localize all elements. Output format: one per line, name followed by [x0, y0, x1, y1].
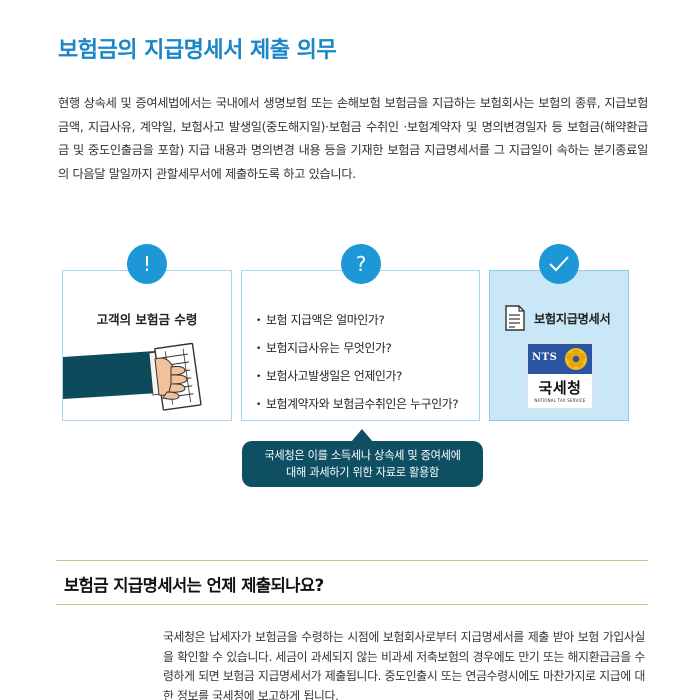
section-divider-bottom [56, 604, 648, 605]
callout-line-2: 대해 과세하기 위한 자료로 활용함 [286, 466, 439, 479]
statement-heading: 보험지급명세서 [504, 305, 611, 331]
question-list: 보험 지급액은 얼마인가? 보험지급사유는 무엇인가? 보험사고발생일은 언제인… [256, 307, 459, 419]
nts-logo-letters: NTS [532, 352, 558, 363]
box-questions: 보험 지급액은 얼마인가? 보험지급사유는 무엇인가? 보험사고발생일은 언제인… [241, 270, 480, 421]
nts-logo: NTS 국세청 NATIONAL TAX SERVICE [527, 343, 593, 409]
hand-holding-check-icon [63, 342, 202, 411]
box-payment-statement: 보험지급명세서 NTS 국세청 NATIONAL TAX SERVICE [489, 270, 629, 421]
exclamation-icon: ! [127, 244, 167, 284]
nts-logo-name: 국세청 [538, 379, 582, 397]
callout-line-1: 국세청은 이를 소득세나 상속세 및 증여세에 [264, 449, 461, 462]
list-item: 보험사고발생일은 언제인가? [256, 363, 458, 391]
callout-pointer [351, 429, 373, 442]
list-item: 보험지급사유는 무엇인가? [256, 335, 458, 363]
nts-emblem-icon [565, 348, 587, 370]
page-title: 보험금의 지급명세서 제출 의무 [58, 38, 337, 63]
box-customer-receipt: 고객의 보험금 수령 [62, 270, 232, 421]
nts-logo-subtitle: NATIONAL TAX SERVICE [534, 398, 586, 403]
document-icon [505, 305, 525, 331]
statement-label: 보험지급명세서 [534, 312, 611, 326]
section-divider-top [56, 560, 648, 561]
question-mark-icon: ? [341, 244, 381, 284]
section-body-paragraph: 국세청은 납세자가 보험금을 수령하는 시점에 보험회사로부터 지급명세서를 제… [163, 630, 645, 700]
section-heading: 보험금 지급명세서는 언제 제출되나요? [64, 576, 324, 595]
callout-box: 국세청은 이를 소득세나 상속세 및 증여세에 대해 과세하기 위한 자료로 활… [242, 441, 483, 487]
list-item: 보험계약자와 보험금수취인은 누구인가? [256, 391, 459, 419]
box-customer-receipt-label: 고객의 보험금 수령 [96, 312, 198, 327]
checkmark-icon [539, 244, 579, 284]
list-item: 보험 지급액은 얼마인가? [256, 307, 458, 335]
intro-paragraph: 현행 상속세 및 증여세법에서는 국내에서 생명보험 또는 손해보험 보험금을 … [58, 96, 648, 181]
